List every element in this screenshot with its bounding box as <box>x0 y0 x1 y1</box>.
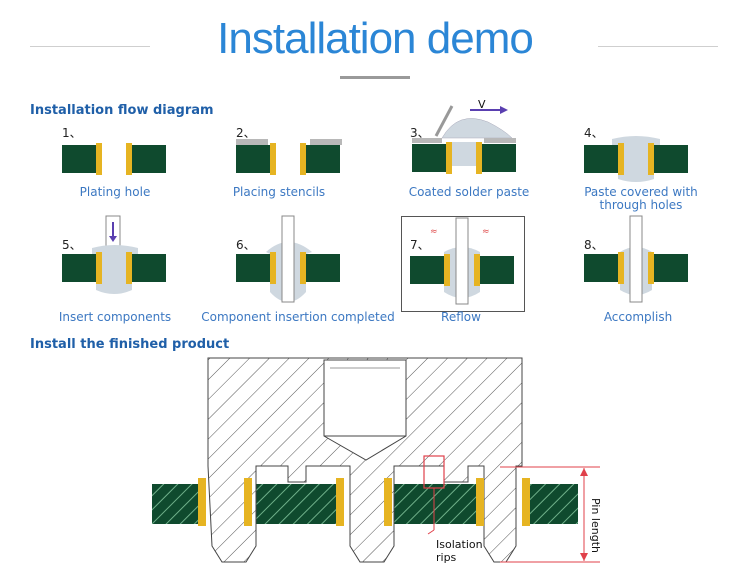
step-1-caption: Plating hole <box>79 185 151 199</box>
pcb-segment-4 <box>528 484 578 524</box>
step-5-caption: Insert components <box>58 310 172 324</box>
pcb-segment-2 <box>250 484 340 524</box>
step-3-caption: Coated solder paste <box>408 185 530 199</box>
step-7-number: 7、 <box>410 238 430 252</box>
step-7-diagram: ≈ ≈ <box>410 217 514 305</box>
title-left-rule <box>30 46 150 47</box>
pcb-segment-3 <box>390 484 480 524</box>
step-3-diagram: V <box>412 98 516 174</box>
step-6-diagram <box>236 215 340 303</box>
title-right-rule <box>598 46 718 47</box>
product-heading: Install the finished product <box>30 337 230 352</box>
svg-text:≈: ≈ <box>482 227 490 237</box>
svg-text:≈: ≈ <box>430 227 438 237</box>
isolation-label-line2: rips <box>436 551 457 564</box>
flow-heading: Installation flow diagram <box>30 103 214 118</box>
step-2-number: 2、 <box>236 126 256 140</box>
step-5-number: 5、 <box>62 238 82 252</box>
step-6-number: 6、 <box>236 238 256 252</box>
step-5-diagram <box>62 215 166 294</box>
step-8-number: 8、 <box>584 238 604 252</box>
step-8-diagram <box>584 215 688 303</box>
screw <box>323 359 407 461</box>
step-4-number: 4、 <box>584 126 604 140</box>
step-4-diagram <box>584 136 688 182</box>
squeegee-speed-label: V <box>478 98 486 111</box>
title-underbar <box>340 76 410 79</box>
step-2-caption: Placing stencils <box>232 185 326 199</box>
step-1-number: 1、 <box>62 126 82 140</box>
step-6-caption: Component insertion completed <box>201 310 395 324</box>
step-1-diagram <box>62 143 166 175</box>
isolation-label-line1: Isolation <box>436 538 483 551</box>
pcb-segment-1 <box>152 484 202 524</box>
step-7-caption: Reflow <box>441 310 481 324</box>
step-4-caption: Paste covered with through holes <box>584 185 698 212</box>
step-7-frame <box>401 216 525 312</box>
step-2-diagram <box>236 139 342 175</box>
pin-length-label: Pin length <box>589 498 602 553</box>
page-title: Installation demo <box>217 14 534 63</box>
step-3-number: 3、 <box>410 126 430 140</box>
step-8-caption: Accomplish <box>603 310 673 324</box>
finished-product-diagram: Isolation rips Pin length <box>152 357 602 564</box>
